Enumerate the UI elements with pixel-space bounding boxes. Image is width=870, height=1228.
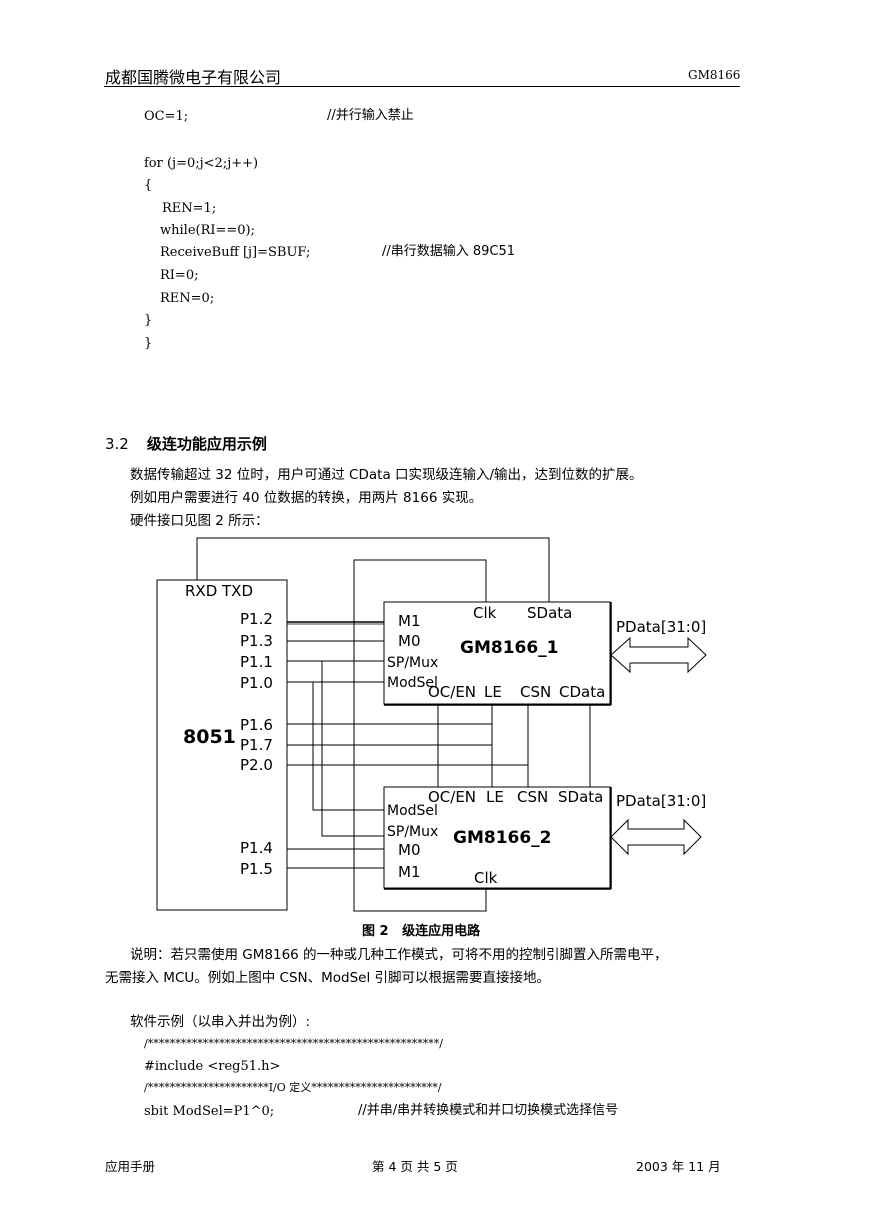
chip2-pin: OC/EN [428,788,476,806]
code-comment: //串行数据输入 89C51 [382,244,516,259]
mcu-pin: P1.6 [240,716,273,734]
chip2-pin: LE [486,788,504,806]
code-line: REN=1; [162,201,217,216]
mcu-pin: P1.4 [240,839,273,857]
chip1-pin: OC/EN [428,683,476,701]
section-heading: 3.2 级连功能应用示例 [105,433,267,454]
chip2-pin: Clk [474,869,498,887]
chip1-name: GM8166_1 [460,638,559,658]
note-line: 无需接入 MCU。例如上图中 CSN、ModSel 引脚可以根据需要直接接地。 [105,970,551,986]
chip1-pin: M1 [398,612,421,630]
mcu-pin: P1.1 [240,653,273,671]
chip2-bus-label: PData[31:0] [616,792,706,810]
chip1-pin: CSN [520,683,551,701]
mcu-pin: P1.7 [240,736,273,754]
chip2-pin: SP/Mux [387,824,438,840]
code-line: } [144,336,153,351]
code-line: for (j=0;j<2;j++) [144,156,259,171]
mcu-pin: P1.0 [240,674,273,692]
header-divider [104,86,740,87]
code-line: /**********************I/O 定义***********… [144,1081,442,1094]
chip1-pin: SData [527,604,572,622]
chip1-box [383,601,611,705]
code-line: ReceiveBuff [j]=SBUF; [160,245,311,260]
note-line: 说明：若只需使用 GM8166 的一种或几种工作模式，可将不用的控制引脚置入所需… [130,947,668,963]
bus-arrow-2 [610,818,702,856]
figure-caption: 图 2 级连应用电路 [362,920,480,939]
mcu-pin: P1.5 [240,860,273,878]
chip2-box [383,786,611,889]
chip2-name: GM8166_2 [453,828,552,848]
chip2-pin: M0 [398,841,421,859]
code-line: OC=1; [144,109,189,124]
chip2-pin: M1 [398,863,421,881]
chip1-pin: Clk [473,604,497,622]
paragraph: 例如用户需要进行 40 位数据的转换，用两片 8166 实现。 [130,490,483,506]
chip1-pin: ModSel [387,675,438,691]
code-line: sbit ModSel=P1^0; [144,1104,275,1119]
chip2-pin: ModSel [387,803,438,819]
code-comment: //并行输入禁止 [327,108,414,123]
software-title: 软件示例（以串入并出为例）: [130,1014,311,1030]
code-line: { [144,178,153,193]
chip2-pin: SData [558,788,603,806]
header-company: 成都国腾微电子有限公司 [105,68,282,87]
code-line: /***************************************… [144,1037,443,1050]
paragraph: 数据传输超过 32 位时，用户可通过 CData 口实现级连输入/输出，达到位数… [130,467,643,483]
chip1-pin: M0 [398,632,421,650]
code-line: REN=0; [160,291,215,306]
footer-date: 2003 年 11 月 [636,1159,721,1174]
footer-left: 应用手册 [105,1159,156,1174]
code-line: RI=0; [160,268,199,283]
paragraph: 硬件接口见图 2 所示： [130,513,269,529]
section-title: 级连功能应用示例 [146,435,267,453]
chip1-pin: SP/Mux [387,655,438,671]
code-comment: //并串/串并转换模式和并口切换模式选择信号 [358,1103,619,1118]
code-line: while(RI==0); [160,223,256,238]
mcu-pin: P1.3 [240,632,273,650]
mcu-name: 8051 [183,726,236,748]
header-model: GM8166 [688,68,741,82]
mcu-pin: P1.2 [240,610,273,628]
footer-page: 第 4 页 共 5 页 [372,1159,458,1174]
mcu-top-pins: RXD TXD [185,582,253,600]
code-line: #include <reg51.h> [144,1059,281,1074]
chip2-pin: CSN [517,788,548,806]
figure-title: 级连应用电路 [402,924,481,939]
bus-arrow-1 [610,636,707,674]
mcu-pin: P2.0 [240,756,273,774]
chip1-pin: CData [559,683,605,701]
section-number: 3.2 [105,435,129,453]
figure-label: 图 2 [362,924,389,939]
chip1-pin: LE [484,683,502,701]
code-line: } [144,313,153,328]
chip1-bus-label: PData[31:0] [616,618,706,636]
